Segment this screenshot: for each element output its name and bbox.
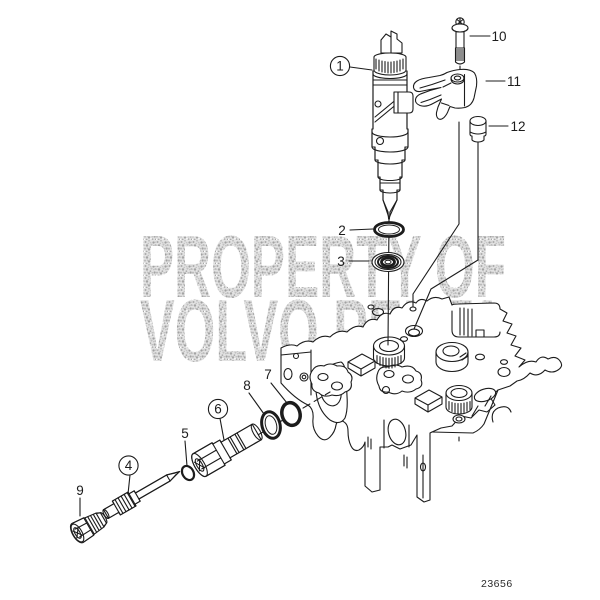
callout-8: 8 [243,378,251,393]
callout-7: 7 [264,367,272,382]
label-2-leader [349,228,374,231]
clamp-leader-line [412,121,460,308]
rect-boss [451,307,501,338]
part-number: 23656 [481,578,513,590]
o-ring-8-drawing [260,410,282,440]
o-ring-2-drawing [373,221,405,238]
square-pad-2 [414,389,443,413]
callout-2: 2 [338,223,346,238]
callout-12: 12 [510,119,525,134]
injector-bore-boss-2 [445,384,473,415]
callout-4-circle [118,455,139,476]
bolt-drawing [451,17,469,74]
callout-5: 5 [181,426,189,441]
cylinder-head-drawing [280,296,563,503]
sealing-washer-drawing [371,251,405,273]
callout-1: 1 [336,59,344,74]
injector-bore-boss [372,336,406,369]
label-7-leader [270,382,288,404]
fuel-injector-drawing [371,30,414,220]
callout-3: 3 [337,254,345,269]
o-ring-7-drawing [280,400,302,428]
callout-10: 10 [491,29,506,44]
callout-4: 4 [125,458,133,473]
callout-6: 6 [214,402,222,417]
round-boss [435,341,469,373]
small-boss [452,414,466,424]
label-5-leader [184,440,188,467]
o-ring-5-drawing [180,464,196,482]
injector-centerline [387,218,390,346]
callout-6-circle [207,398,229,420]
callout-labels: 1 2 3 4 5 6 7 8 9 10 11 12 [76,29,525,498]
label-8-leader [248,392,265,415]
callout-11: 11 [507,74,521,89]
callout-4-leader [127,474,131,495]
valve-body-drawing [191,423,263,478]
callout-6-leader [219,417,225,441]
plug-drawing [69,512,108,544]
valve-rod-drawing [102,470,181,519]
callout-1-leader [349,66,373,71]
clamp-drawing [412,68,478,120]
cap-drawing [469,115,487,143]
cap-leader-line [413,141,479,330]
callout-1-circle [329,55,351,77]
square-pad [347,353,376,377]
callout-9: 9 [76,483,84,498]
